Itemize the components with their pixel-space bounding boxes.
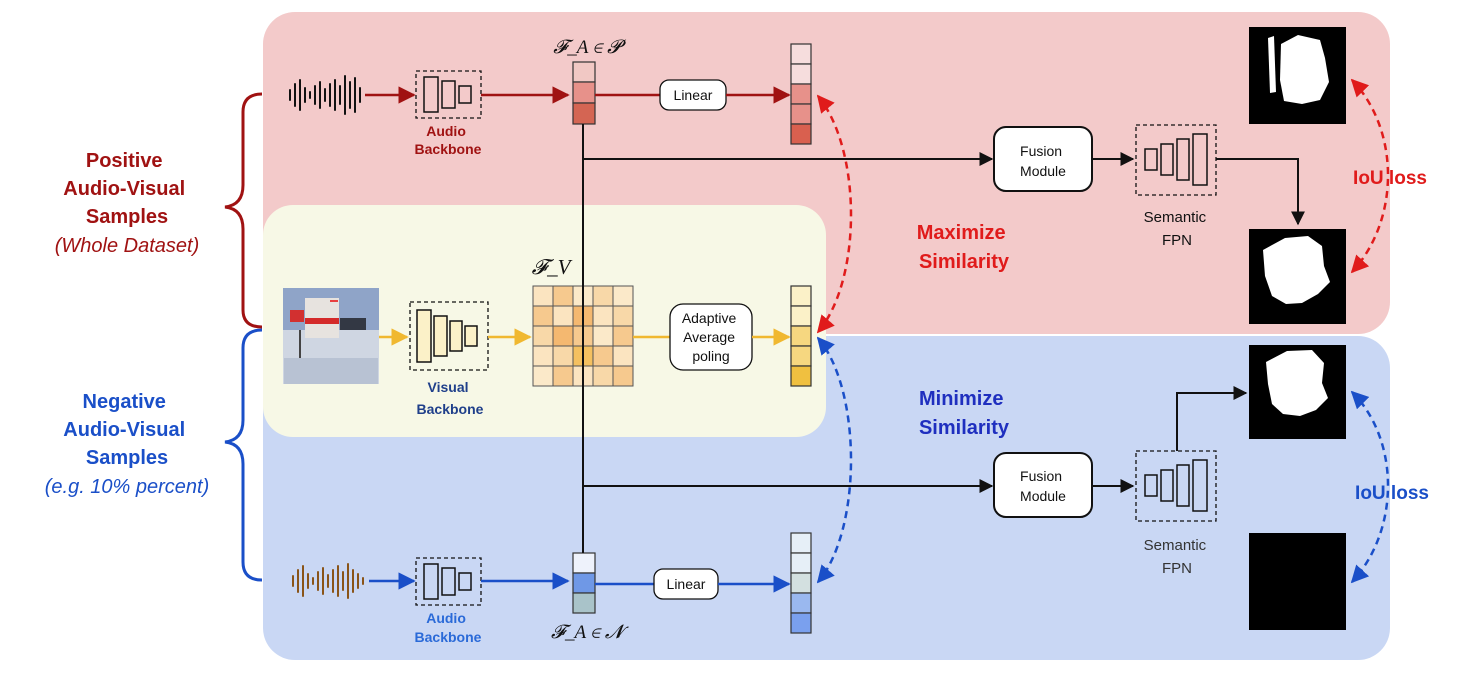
gt-mask-positive: [1249, 27, 1346, 124]
fa-negative-label: 𝓕_A ∈ 𝓝: [551, 622, 629, 643]
visual-embedding: [790, 285, 812, 387]
svg-text:Visual Backbone: Visual Backbone: [417, 379, 484, 417]
audio-backbone-top: [415, 70, 482, 119]
input-video-frame: [283, 288, 379, 384]
positive-label-line2: Audio-Visual: [63, 178, 185, 200]
svg-text:Semantic FPN: Semantic FPN: [1144, 537, 1211, 577]
svg-text:Minimize Similarity: Minimize Similarity: [919, 388, 1010, 439]
iou-loss-top-label: IoU loss: [1353, 168, 1427, 189]
audio-backbone-bottom-label-line1: Audio: [426, 610, 466, 626]
positive-label-sub: (Whole Dataset): [55, 235, 200, 257]
svg-text:Adaptive Average p: Adaptive Average poling: [682, 310, 740, 364]
audio-embedding-positive: [790, 43, 812, 145]
positive-label-line1: Positive: [86, 150, 163, 172]
fpn-bottom-label-line1: Semantic: [1144, 537, 1207, 554]
gt-mask-negative: [1249, 533, 1346, 630]
fa-positive-feature: [572, 61, 596, 125]
pred-mask-positive: [1249, 229, 1346, 324]
pred-mask-negative: [1249, 345, 1346, 439]
fv-label: 𝓕_V: [532, 255, 573, 279]
negative-label-line1: Negative: [83, 391, 166, 413]
svg-text:Audio Backbone: Audio Backbone: [415, 123, 482, 157]
svg-text:Positive Audio-Visual: Positive Audio-Visual Samples: [63, 150, 190, 228]
fpn-bottom-label-line2: FPN: [1162, 560, 1192, 577]
fusion-top-label-line2: Module: [1020, 163, 1066, 179]
visual-backbone: [409, 301, 489, 371]
svg-text:Semantic FPN: Semantic FPN: [1144, 209, 1211, 249]
waveform-icon-positive: [289, 75, 361, 115]
fusion-module-bottom: Fusion Module: [993, 452, 1093, 518]
audio-backbone-bottom: [415, 557, 482, 606]
audio-backbone-bottom-label-line2: Backbone: [415, 629, 482, 645]
audio-backbone-top-label-line2: Backbone: [415, 141, 482, 157]
maximize-similarity-arrow: [816, 94, 853, 334]
linear-top-module: Linear: [659, 79, 727, 111]
fpn-top-label-line2: FPN: [1162, 232, 1192, 249]
fa-positive-label: 𝓕_A ∈ 𝓟: [553, 37, 626, 58]
minimize-similarity-arrow: [816, 336, 853, 584]
visual-backbone-label-line2: Backbone: [417, 401, 484, 417]
negative-label-line2: Audio-Visual: [63, 419, 185, 441]
iou-loss-bottom-label: IoU loss: [1355, 483, 1429, 504]
arrow-fpn-bottom-to-prediction: [1176, 386, 1248, 451]
iou-loss-arrow-negative: [1350, 390, 1390, 584]
positive-brace: [224, 92, 263, 329]
pool-label-line3: poling: [692, 348, 729, 364]
arrow-fpn-top-to-prediction: [1216, 158, 1305, 226]
negative-label-line3: Samples: [86, 447, 168, 469]
waveform-icon-negative: [292, 563, 364, 599]
svg-text:Fusion Module: Fusion Module: [1020, 143, 1066, 179]
svg-text:Maximize Similarity: Maximize Similarity: [917, 222, 1012, 273]
minimize-label-line2: Similarity: [919, 417, 1010, 439]
audio-backbone-top-label-line1: Audio: [426, 123, 466, 139]
linear-bottom-label: Linear: [667, 576, 706, 592]
fa-negative-feature: [572, 552, 596, 614]
positive-label-line3: Samples: [86, 206, 168, 228]
pool-label-line2: Average: [683, 329, 735, 345]
fusion-top-label-line1: Fusion: [1020, 143, 1062, 159]
negative-label-sub: (e.g. 10% percent): [45, 476, 210, 498]
maximize-label-line2: Similarity: [919, 251, 1010, 273]
negative-brace: [224, 328, 263, 582]
linear-bottom-module: Linear: [653, 568, 719, 600]
svg-text:Fusion Module: Fusion Module: [1020, 468, 1066, 504]
minimize-label-line1: Minimize: [919, 388, 1003, 410]
visual-backbone-label-line1: Visual: [428, 379, 469, 395]
adaptive-pool-module: Adaptive Average poling: [669, 303, 753, 371]
audio-embedding-negative: [790, 532, 812, 634]
maximize-label-line1: Maximize: [917, 222, 1006, 244]
svg-text:Audio Backbone: Audio Backbone: [415, 610, 482, 645]
semantic-fpn-bottom: [1135, 450, 1217, 522]
fusion-module-top: Fusion Module: [993, 126, 1093, 192]
pool-label-line1: Adaptive: [682, 310, 737, 326]
svg-text:Negative Audio-Visual: Negative Audio-Visual Samples: [63, 391, 190, 469]
fusion-bottom-label-line2: Module: [1020, 488, 1066, 504]
linear-top-label: Linear: [674, 87, 713, 103]
iou-loss-arrow-positive: [1350, 78, 1390, 274]
fusion-bottom-label-line1: Fusion: [1020, 468, 1062, 484]
fpn-top-label-line1: Semantic: [1144, 209, 1207, 226]
